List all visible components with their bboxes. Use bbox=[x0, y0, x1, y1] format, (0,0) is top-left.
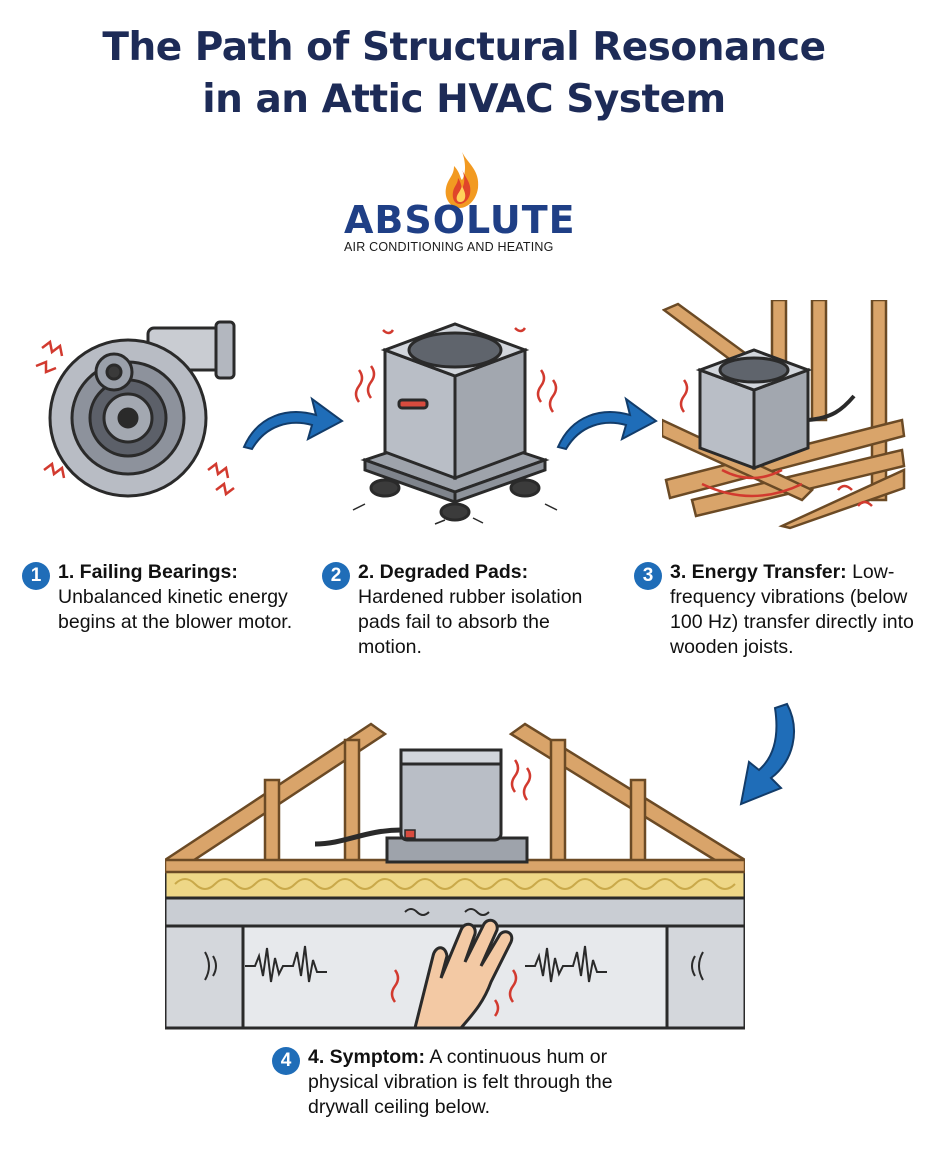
logo-wordmark: ABSOLUTE bbox=[344, 198, 576, 242]
arrow-right-icon-2 bbox=[556, 396, 658, 451]
step-3-number-badge: 3 bbox=[634, 562, 662, 590]
step-4-heading: 4. Symptom: bbox=[308, 1046, 426, 1068]
page-title: The Path of Structural Resonance in an A… bbox=[0, 22, 928, 126]
step-4: 4 4. Symptom: A continuous hum or physic… bbox=[272, 1045, 672, 1125]
logo-tagline: AIR CONDITIONING AND HEATING bbox=[344, 240, 554, 254]
joist-transfer-illustration bbox=[662, 300, 906, 530]
title-line-2: in an Attic HVAC System bbox=[202, 77, 726, 122]
attic-cross-section-illustration bbox=[165, 722, 745, 1030]
condenser-pads-illustration bbox=[352, 322, 558, 525]
step-2: 2 2. Degraded Pads: Hardened rubber isol… bbox=[322, 560, 612, 670]
title-line-1: The Path of Structural Resonance bbox=[102, 25, 826, 70]
step-1-number-badge: 1 bbox=[22, 562, 50, 590]
step-3-heading: 3. Energy Transfer: bbox=[670, 561, 847, 583]
flame-icon bbox=[445, 152, 479, 208]
step-3: 3 3. Energy Transfer: Low-frequency vibr… bbox=[634, 560, 924, 690]
step-3-description: Low-frequency vibrations (below 100 Hz) … bbox=[670, 561, 914, 658]
step-1-description: Unbalanced kinetic energy begins at the … bbox=[58, 586, 293, 633]
step-4-description: A continuous hum or physical vibration i… bbox=[308, 1046, 613, 1118]
arrow-down-icon bbox=[739, 702, 795, 806]
step-4-number-badge: 4 bbox=[272, 1047, 300, 1075]
company-logo: ABSOLUTE AIR CONDITIONING AND HEATING bbox=[330, 150, 600, 260]
blower-motor-illustration bbox=[35, 320, 236, 498]
step-1-heading: 1. Failing Bearings: bbox=[58, 561, 238, 583]
step-2-number-badge: 2 bbox=[322, 562, 350, 590]
step-2-heading: 2. Degraded Pads: bbox=[358, 561, 529, 583]
step-1: 1 1. Failing Bearings: Unbalanced kineti… bbox=[22, 560, 312, 670]
arrow-right-icon bbox=[242, 396, 344, 451]
step-2-description: Hardened rubber isolation pads fail to a… bbox=[358, 586, 583, 658]
